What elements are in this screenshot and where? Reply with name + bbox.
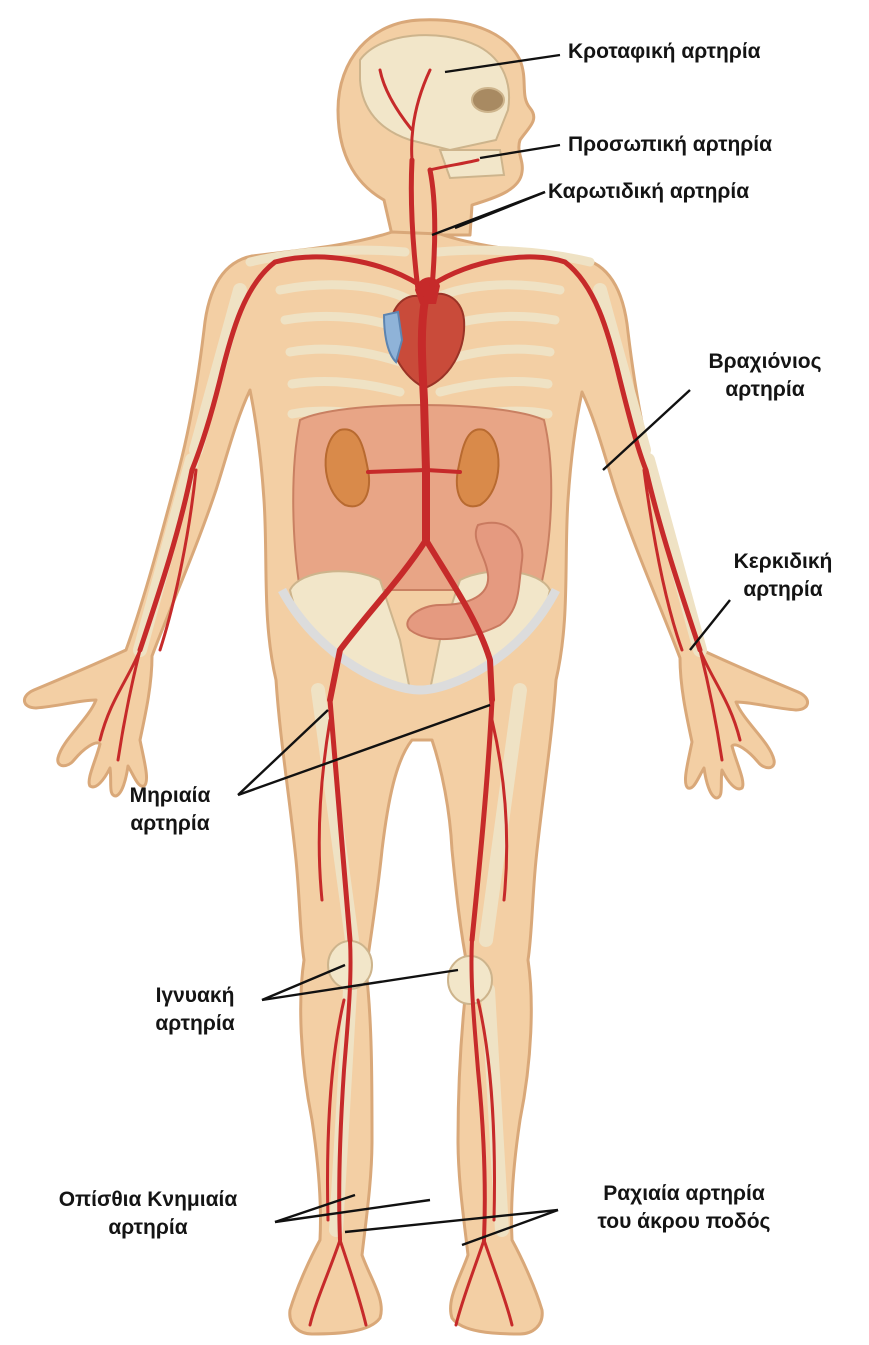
label-brachial-artery: Βραχιόνιος αρτηρία [690,348,840,404]
label-femoral-line2: αρτηρία [100,810,240,838]
label-carotid-artery: Καρωτιδική αρτηρία [548,178,749,206]
label-brachial-line2: αρτηρία [690,376,840,404]
label-radial-line1: Κερκιδική [718,548,848,576]
label-temporal-artery: Κροταφική αρτηρία [568,38,761,66]
label-popliteal-artery: Ιγνυακή αρτηρία [125,982,265,1038]
label-femoral-line1: Μηριαία [100,782,240,810]
body-silhouette [24,20,807,1334]
label-posterior-tibial-line2: αρτηρία [38,1214,258,1242]
label-facial-artery: Προσωπική αρτηρία [568,131,772,159]
label-radial-line2: αρτηρία [718,576,848,604]
label-radial-artery: Κερκιδική αρτηρία [718,548,848,604]
label-facial-text: Προσωπική αρτηρία [568,131,772,159]
label-dorsalis-pedis-line2: του άκρου ποδός [572,1208,796,1236]
label-posterior-tibial-artery: Οπίσθια Κνημιαία αρτηρία [38,1186,258,1242]
label-popliteal-line2: αρτηρία [125,1010,265,1038]
label-carotid-text: Καρωτιδική αρτηρία [548,178,749,206]
label-dorsalis-pedis-artery: Ραχιαία αρτηρία του άκρου ποδός [572,1180,796,1236]
label-dorsalis-pedis-line1: Ραχιαία αρτηρία [572,1180,796,1208]
label-temporal-text: Κροταφική αρτηρία [568,38,761,66]
label-femoral-artery: Μηριαία αρτηρία [100,782,240,838]
label-brachial-line1: Βραχιόνιος [690,348,840,376]
label-posterior-tibial-line1: Οπίσθια Κνημιαία [38,1186,258,1214]
label-popliteal-line1: Ιγνυακή [125,982,265,1010]
